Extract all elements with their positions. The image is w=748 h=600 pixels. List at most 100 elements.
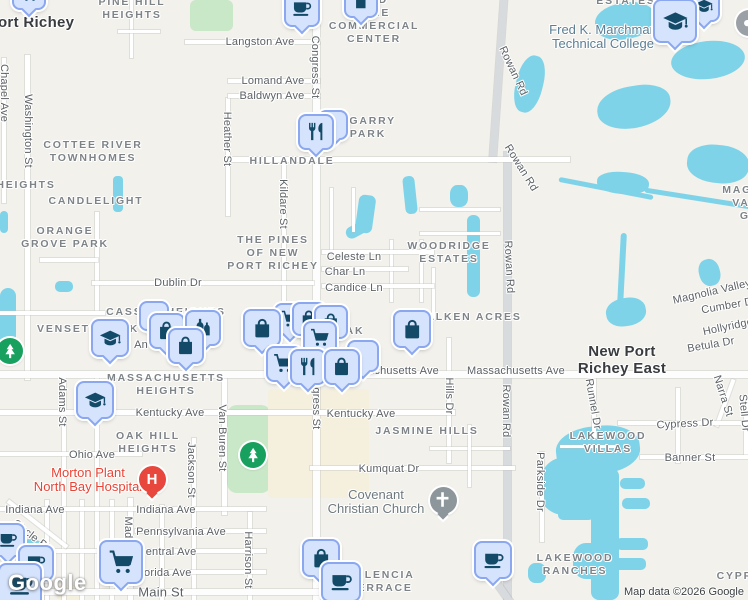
road xyxy=(192,438,196,600)
water-body xyxy=(467,215,480,297)
water-body xyxy=(509,52,550,116)
road xyxy=(322,250,434,254)
road xyxy=(130,0,133,58)
poi-marker-cafe[interactable] xyxy=(284,0,320,34)
water-body xyxy=(594,81,674,133)
road xyxy=(2,58,6,203)
road xyxy=(248,512,252,600)
poi-marker-shopping-cart[interactable] xyxy=(99,540,143,591)
road xyxy=(0,589,320,595)
poi-marker-cafe[interactable] xyxy=(474,541,512,586)
poi-circle-hospital[interactable]: H xyxy=(138,465,166,499)
road xyxy=(95,375,99,600)
water-body xyxy=(558,509,594,520)
tree-icon xyxy=(0,341,20,361)
road xyxy=(0,371,748,378)
poi-marker-apparel[interactable] xyxy=(344,0,378,25)
cafe-icon xyxy=(328,569,354,595)
poi-marker-shopping-bag[interactable] xyxy=(393,310,431,355)
road xyxy=(447,338,451,463)
road xyxy=(40,258,98,262)
road xyxy=(0,410,455,415)
poi-marker-restaurant[interactable] xyxy=(298,114,334,157)
poi-marker-school[interactable] xyxy=(91,319,129,364)
water-body xyxy=(55,281,73,292)
road xyxy=(322,284,434,288)
road xyxy=(420,232,500,235)
cafe-icon xyxy=(290,0,313,21)
water-body xyxy=(620,478,645,489)
water-body xyxy=(0,288,16,346)
road xyxy=(330,188,333,250)
poi-circle-generic[interactable] xyxy=(736,10,748,36)
road xyxy=(228,79,320,83)
park-area xyxy=(190,0,233,31)
water-body xyxy=(622,498,650,509)
google-logo[interactable]: Google xyxy=(8,570,87,595)
street-label: An xyxy=(134,339,148,351)
water-body xyxy=(685,141,748,187)
road xyxy=(618,421,748,425)
area-label: CYPRESS xyxy=(716,570,748,582)
area-label: JASMINE HILLS xyxy=(375,425,479,437)
water-body xyxy=(644,187,748,210)
road xyxy=(468,425,471,487)
poi-marker-shopping-bag[interactable] xyxy=(168,328,204,371)
road xyxy=(0,311,105,315)
road xyxy=(135,529,266,533)
water-body xyxy=(695,256,724,289)
road xyxy=(135,570,266,574)
road xyxy=(592,378,596,438)
poi-marker-shopping-bag[interactable] xyxy=(243,309,281,354)
road xyxy=(432,268,435,320)
water-body xyxy=(603,294,649,330)
poi-circle-park-tree[interactable] xyxy=(0,338,23,364)
road xyxy=(489,0,508,163)
road xyxy=(560,445,615,448)
road xyxy=(228,94,320,98)
area-label: AK xyxy=(345,325,365,337)
cafe-icon xyxy=(0,529,19,551)
road xyxy=(225,157,570,162)
street-label: Hollyridge xyxy=(701,315,748,339)
road xyxy=(185,40,320,44)
road xyxy=(744,395,748,455)
water-body xyxy=(616,538,648,550)
water-body xyxy=(450,185,468,207)
poi-circle-church[interactable] xyxy=(429,486,457,520)
road xyxy=(540,452,544,542)
poi-marker-school[interactable] xyxy=(76,381,114,426)
poi-marker-school[interactable] xyxy=(653,0,697,50)
map-attribution: Map data ©2026 Google xyxy=(623,586,744,598)
poi-marker-cafe[interactable] xyxy=(321,562,361,600)
road xyxy=(322,267,408,271)
road xyxy=(282,158,286,306)
road xyxy=(420,208,500,211)
road xyxy=(95,212,99,312)
water-body xyxy=(556,490,594,501)
road xyxy=(313,0,320,600)
street-label: Cumber D xyxy=(700,295,748,317)
water-body xyxy=(113,176,123,212)
road xyxy=(92,281,314,285)
poi-marker-shopping-cart[interactable] xyxy=(12,0,46,17)
poi-circle-park-tree[interactable] xyxy=(240,442,266,468)
dot-icon xyxy=(739,13,748,33)
poi-marker-cafe[interactable] xyxy=(0,563,42,600)
poi-marker-shopping-bag[interactable] xyxy=(324,349,360,392)
shopping-bag-icon xyxy=(330,355,353,378)
road xyxy=(222,375,227,515)
poi-marker-restaurant[interactable] xyxy=(290,349,326,392)
road xyxy=(118,30,160,33)
water-body xyxy=(617,232,627,306)
school-icon xyxy=(98,326,122,350)
road xyxy=(310,466,515,470)
road xyxy=(640,455,748,459)
road xyxy=(714,378,736,428)
road xyxy=(0,507,266,511)
